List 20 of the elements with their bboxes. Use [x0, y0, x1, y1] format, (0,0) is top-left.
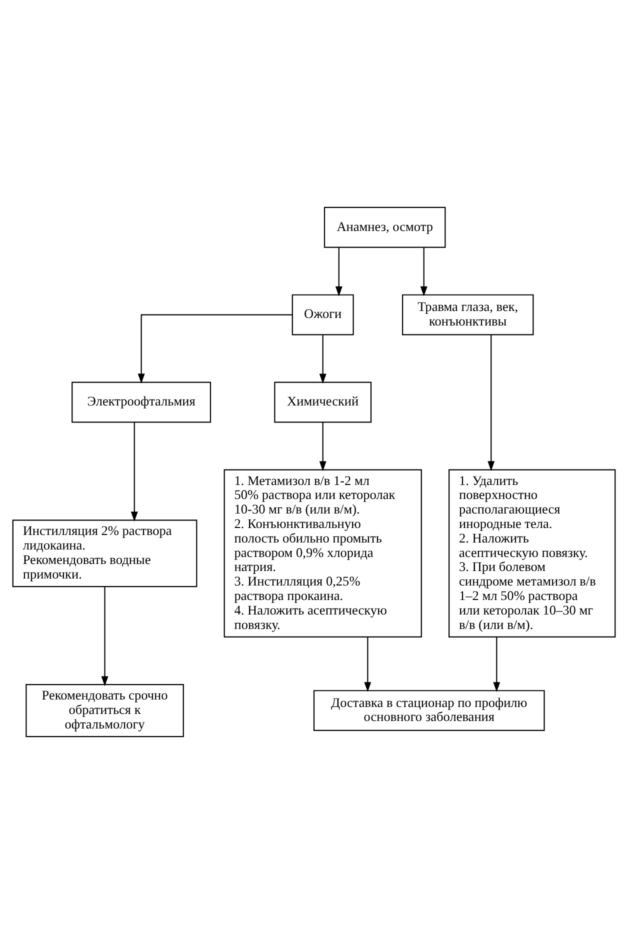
node-box: Травма глаза, век, конъюнктивы — [402, 294, 534, 336]
node-box: Ожоги — [292, 294, 354, 336]
arrow — [335, 248, 342, 296]
arrow — [130, 422, 138, 522]
arrow — [364, 637, 372, 692]
arrow — [319, 422, 326, 472]
node-box: Химический — [274, 382, 372, 423]
arrow — [488, 334, 495, 472]
arrow — [138, 314, 292, 384]
node-box: 1. Удалить поверхностно располагающиеся инородные тела. 2. Наложить асептическую повязку. 3. При болевом синдроме метамизол в/в 1–2 мл 50% раствора или кеторолак 10–30 мг в/в (или в/м). — [448, 469, 616, 638]
arrow — [493, 637, 500, 692]
node-box: Рекомендовать срочно обратиться к офтальмологу — [26, 684, 184, 738]
arrow — [420, 248, 428, 296]
node-box: 1. Метамизол в/в 1-2 мл 50% раствора или кеторолак 10-30 мг в/в (или в/м). 2. Конъюнктивальную полость обильно промыть раствором 0,9% хлорида натрия. 3. Инстилляция 0,25% раствора прокаина. 4. Наложить асептическую повязку. — [224, 469, 422, 638]
arrow — [101, 586, 108, 686]
node-box: Доставка в стационар по профилю основного заболевания — [313, 690, 545, 732]
node-box: Анамнез, осмотр — [324, 206, 446, 248]
node-box: Инстилляция 2% раствора лидокаина. Рекомендовать водные примочки. — [12, 520, 198, 588]
arrow — [319, 335, 326, 384]
node-box: Электроофтальмия — [72, 382, 212, 423]
